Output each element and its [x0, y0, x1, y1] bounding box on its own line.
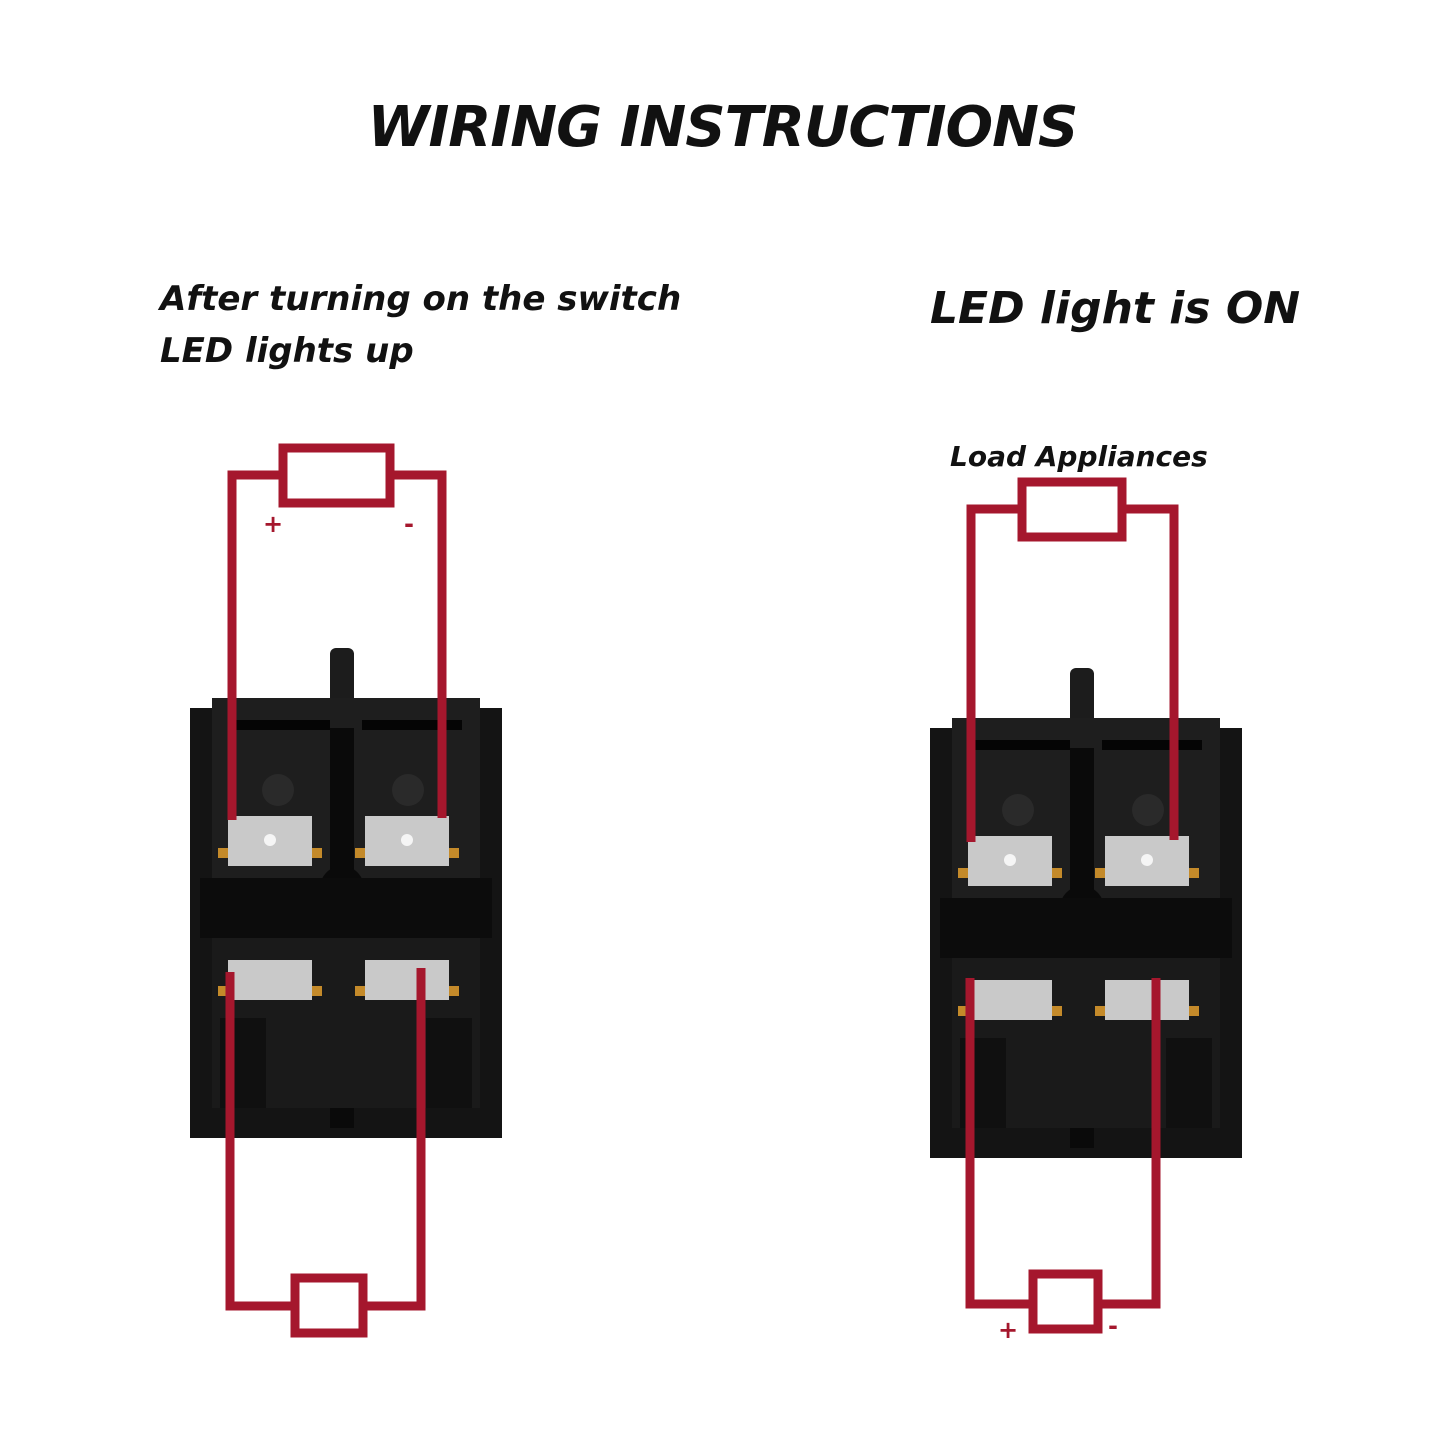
left-top-led-element — [278, 443, 395, 508]
right-bottom-power-element — [1028, 1269, 1103, 1334]
left-top-wire-loop — [227, 470, 447, 820]
left-minus-label: - — [404, 510, 414, 538]
left-bottom-wire-loop — [225, 968, 426, 1311]
right-top-wire-loop — [966, 504, 1179, 842]
right-minus-label: - — [1108, 1312, 1118, 1340]
right-top-load-element — [1017, 477, 1127, 542]
left-caption-line1: After turning on the switch — [160, 279, 682, 319]
left-plus-label: + — [263, 510, 284, 538]
left-caption-line2: LED lights up — [160, 331, 414, 371]
left-switch-body — [190, 648, 502, 1138]
right-switch-body — [930, 668, 1242, 1158]
left-bottom-power-element — [290, 1273, 368, 1338]
right-plus-label: + — [998, 1316, 1019, 1344]
load-appliances-label: Load Appliances — [950, 440, 1208, 473]
right-bottom-wire-loop — [965, 978, 1161, 1309]
page-title: WIRING INSTRUCTIONS — [367, 95, 1079, 160]
right-caption: LED light is ON — [930, 283, 1301, 334]
